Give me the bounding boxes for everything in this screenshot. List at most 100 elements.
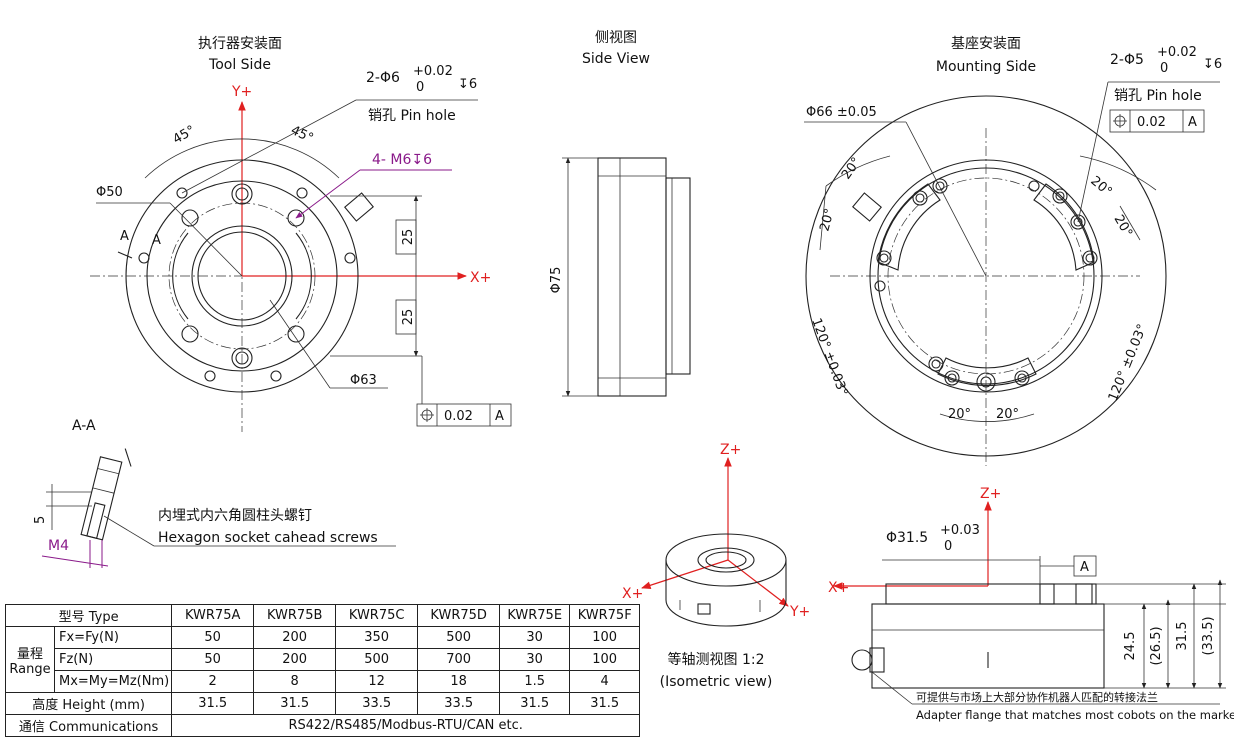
tool-y-axis-label: Y+ xyxy=(231,84,252,100)
table-row: Fz(N) 50 200 500 700 30 100 xyxy=(6,648,641,671)
table-cell: 高度 Height (mm) xyxy=(4,692,173,715)
tool-flatness-value: 0.02 xyxy=(444,409,473,424)
height-31-5: 31.5 xyxy=(1175,622,1190,651)
table-cell: 12 xyxy=(335,670,419,693)
pin-tol-upper: +0.02 xyxy=(413,64,453,79)
mount-position-datum: A xyxy=(1188,115,1197,130)
height-33-5: (33.5) xyxy=(1201,616,1216,655)
table-cell: 1.5 xyxy=(499,670,571,693)
height-24-5: 24.5 xyxy=(1123,632,1138,661)
table-cell: 18 xyxy=(417,670,501,693)
angle-45-right: 45° xyxy=(288,123,315,146)
adapter-side-view: Z+ X+ Φ31.5 +0.03 0 A 24.5 (26.5) 31.5 (… xyxy=(828,486,1234,722)
table-cell: Fz(N) xyxy=(53,648,173,671)
mount-pin-tol-lower: 0 xyxy=(1160,61,1168,76)
angle-20-e: 20° xyxy=(948,407,971,422)
angle-20-b: 20° xyxy=(817,207,837,233)
mounting-title-cn: 基座安装面 xyxy=(951,35,1021,52)
dia-50-label: Φ50 xyxy=(96,185,123,200)
table-row: 量程 Range Fx=Fy(N) 50 200 350 500 30 100 xyxy=(5,626,641,693)
isometric-view: Z+ X+ Y+ 等轴测视图 1:2 (Isometric view) xyxy=(622,442,810,690)
adapter-datum: A xyxy=(1080,560,1089,575)
adapter-note-en: Adapter flange that matches most cobots … xyxy=(916,708,1234,722)
thread-label: 4- M6↧6 xyxy=(372,152,432,168)
table-cell: 2 xyxy=(171,670,255,693)
table-cell: 8 xyxy=(253,670,337,693)
angle-20-a: 20° xyxy=(839,155,865,182)
height-26-5: (26.5) xyxy=(1149,626,1164,665)
spec-table: 型号 Type KWR75A KWR75B KWR75C KWR75D KWR7… xyxy=(4,604,641,737)
mount-pin-tol-upper: +0.02 xyxy=(1157,45,1197,60)
iso-x-axis: X+ xyxy=(622,586,643,602)
mounting-title-en: Mounting Side xyxy=(936,59,1036,75)
section-mark-a-left: A xyxy=(120,229,129,244)
table-cell: 33.5 xyxy=(417,692,501,715)
section-aa-view: A-A 5 M4 内埋式内六角圆柱头螺钉 Hexagon socket cahe… xyxy=(33,418,396,568)
table-cell: Fx=Fy(N) xyxy=(53,626,173,649)
table-cell: 31.5 xyxy=(171,692,255,715)
section-aa-title: A-A xyxy=(72,418,96,434)
tool-flatness-datum: A xyxy=(495,409,504,424)
table-cell: 200 xyxy=(253,626,337,649)
table-cell: 31.5 xyxy=(253,692,337,715)
table-header-cell: KWR75B xyxy=(253,604,337,627)
tool-side-title-cn: 执行器安装面 xyxy=(198,36,282,52)
adapter-x-axis: X+ xyxy=(828,580,849,596)
mounting-side-view: 基座安装面 Mounting Side xyxy=(804,35,1222,466)
table-cell: 30 xyxy=(499,626,571,649)
table-cell: 通信 Communications xyxy=(4,714,173,737)
tool-side-title-en: Tool Side xyxy=(208,57,271,73)
pin-tol-lower: 0 xyxy=(416,80,424,95)
adapter-z-axis: Z+ xyxy=(980,486,1001,502)
mount-pin-dia: 2-Φ5 xyxy=(1110,52,1144,68)
table-cell: 100 xyxy=(569,626,641,649)
section-mark-a-right: A xyxy=(152,233,161,248)
table-cell: 500 xyxy=(335,648,419,671)
side-view: 侧视图 Side View Φ75 xyxy=(549,30,691,397)
screw-label-cn: 内埋式内六角圆柱头螺钉 xyxy=(158,508,312,524)
side-view-title-cn: 侧视图 xyxy=(595,30,637,46)
iso-z-axis: Z+ xyxy=(720,442,741,458)
pin-hole-label: 销孔 Pin hole xyxy=(368,108,456,124)
dim-25-upper: 25 xyxy=(401,229,416,246)
table-cell: 4 xyxy=(569,670,641,693)
table-row: 通信 Communications RS422/RS485/Modbus-RTU… xyxy=(4,714,641,737)
table-cell: 100 xyxy=(569,648,641,671)
table-header-cell: KWR75F xyxy=(569,604,641,627)
iso-y-axis: Y+ xyxy=(789,604,810,620)
table-cell: 50 xyxy=(171,626,255,649)
table-cell: RS422/RS485/Modbus-RTU/CAN etc. xyxy=(171,714,641,737)
table-cell: 500 xyxy=(417,626,501,649)
table-cell: 31.5 xyxy=(499,692,571,715)
iso-caption-en: (Isometric view) xyxy=(660,674,773,690)
dia-66-label: Φ66 ±0.05 xyxy=(806,105,877,120)
tool-side-view: 执行器安装面 Tool Side Y+ X+ xyxy=(90,36,512,432)
adapter-tol-lower: 0 xyxy=(944,539,952,554)
table-header-cell: KWR75A xyxy=(171,604,255,627)
table-header-cell: KWR75D xyxy=(417,604,501,627)
dia-63-label: Φ63 xyxy=(350,373,377,388)
table-cell: Mx=My=Mz(Nm) xyxy=(53,670,173,693)
table-cell: 700 xyxy=(417,648,501,671)
iso-caption-cn: 等轴测视图 1:2 xyxy=(668,651,765,668)
adapter-tol-upper: +0.03 xyxy=(940,523,980,538)
mount-pin-depth: ↧6 xyxy=(1203,57,1222,72)
mount-pin-label: 销孔 Pin hole xyxy=(1114,88,1202,104)
adapter-dia: Φ31.5 xyxy=(886,530,928,546)
angle-20-d: 20° xyxy=(1111,213,1136,240)
angle-45-left: 45° xyxy=(171,123,198,148)
table-header-cell: KWR75E xyxy=(499,604,571,627)
table-header-row: 型号 Type KWR75A KWR75B KWR75C KWR75D KWR7… xyxy=(4,604,641,627)
adapter-note-cn: 可提供与市场上大部分协作机器人匹配的转接法兰 xyxy=(916,690,1158,704)
angle-20-f: 20° xyxy=(996,407,1019,422)
table-cell: 30 xyxy=(499,648,571,671)
table-row: 高度 Height (mm) 31.5 31.5 33.5 33.5 31.5 … xyxy=(4,692,641,715)
range-label-en: Range xyxy=(9,661,51,677)
section-thread-m4: M4 xyxy=(48,538,69,554)
table-row: Mx=My=Mz(Nm) 2 8 12 18 1.5 4 xyxy=(6,670,641,693)
table-header-cell: 型号 Type xyxy=(4,604,173,627)
screw-label-en: Hexagon socket cahead screws xyxy=(158,530,378,546)
dia-75-label: Φ75 xyxy=(549,267,564,294)
range-label-cell: 量程 Range xyxy=(5,626,55,693)
